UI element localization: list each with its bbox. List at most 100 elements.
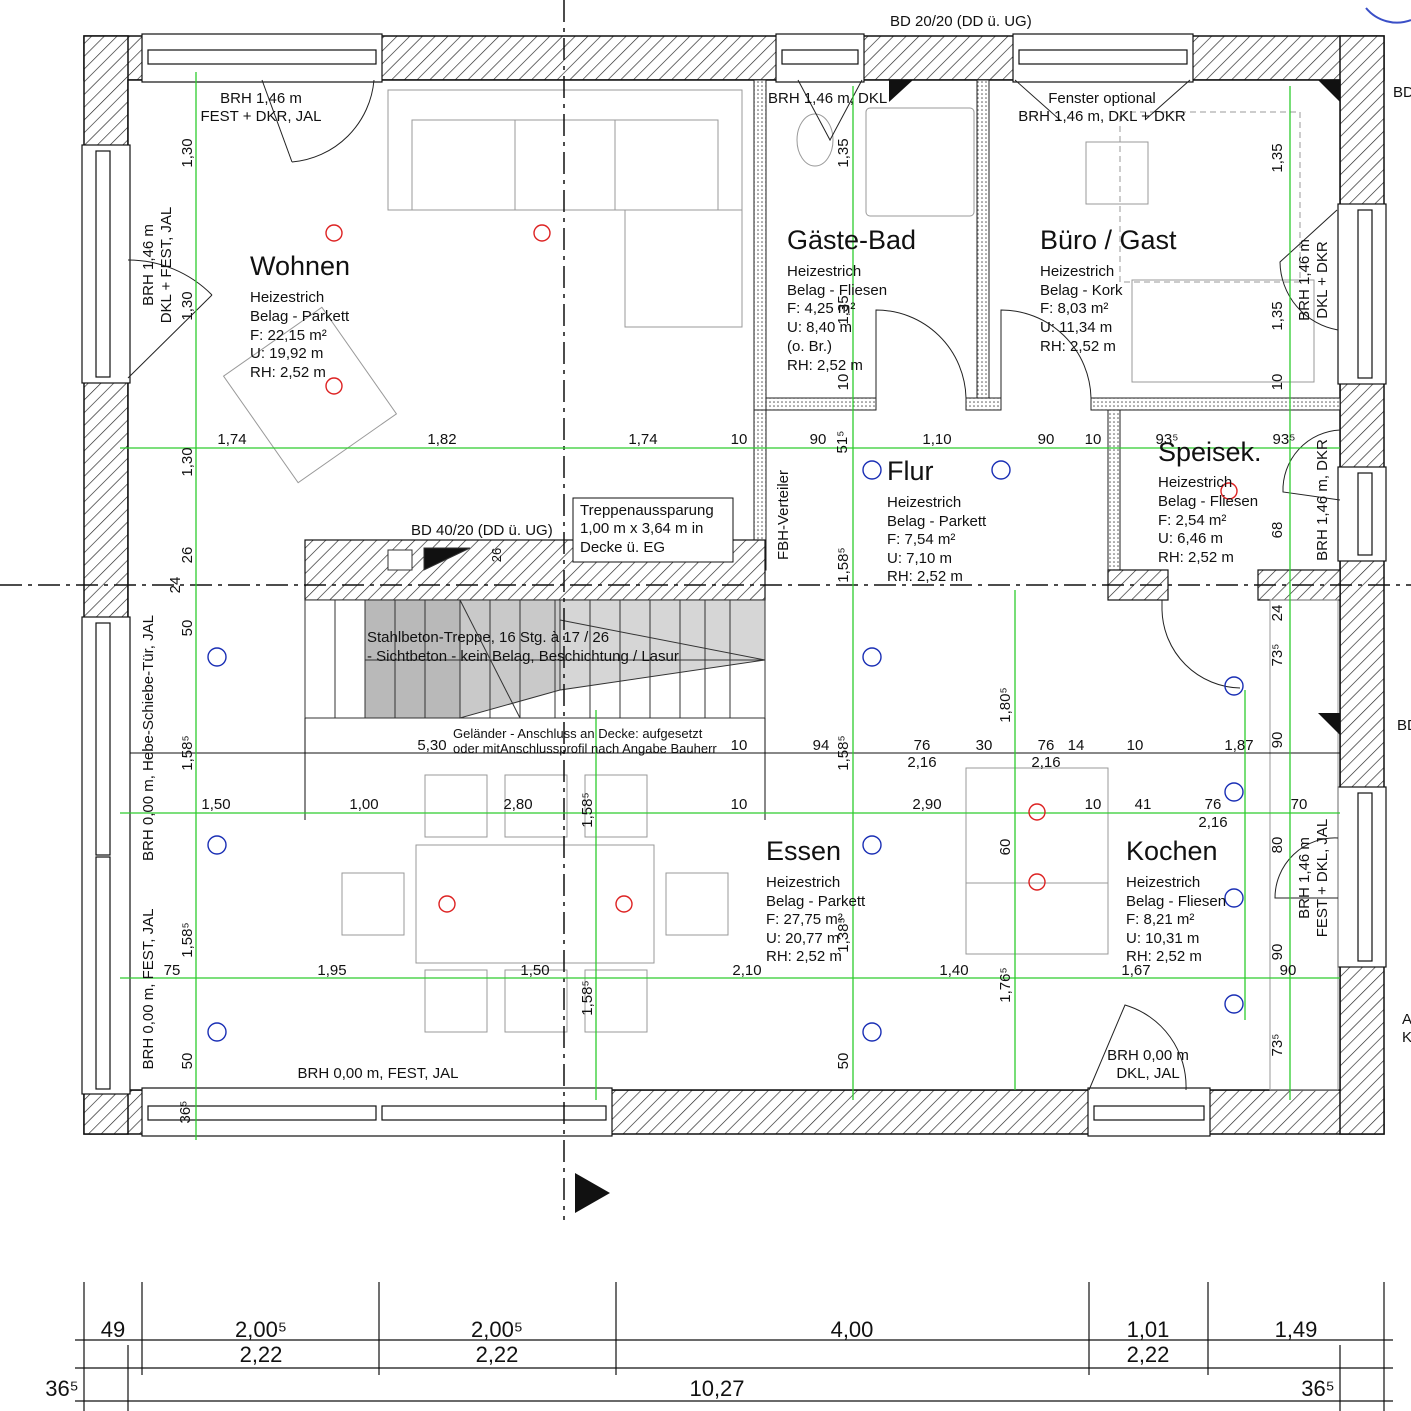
dim-label: 50 bbox=[179, 620, 196, 637]
window-label: BRH 1,46 m, DKL + DKR bbox=[1018, 108, 1186, 125]
dim-label: 2,22 bbox=[240, 1342, 283, 1367]
dim-label: 30 bbox=[976, 737, 993, 754]
dim-label: 24 bbox=[1269, 605, 1286, 622]
room-area: F: 2,54 m² bbox=[1158, 512, 1226, 529]
stair-opening-box bbox=[572, 497, 734, 563]
room-area: F: 22,15 m² bbox=[250, 327, 327, 344]
dim-label: 24 bbox=[167, 577, 184, 594]
room-height: RH: 2,52 m bbox=[1126, 948, 1202, 965]
dim-label: 90 bbox=[1038, 431, 1055, 448]
room-name: Büro / Gast bbox=[1040, 225, 1177, 255]
window-label: BRH 1,46 m, DKR bbox=[1314, 439, 1331, 561]
dim-label: 1,35 bbox=[1269, 301, 1286, 330]
ceiling-light-icon bbox=[325, 224, 343, 242]
room-perimeter: U: 8,40 m bbox=[787, 319, 852, 336]
dim-label: 1,49 bbox=[1275, 1317, 1318, 1342]
spot-light-icon bbox=[862, 1022, 882, 1042]
window-label: FEST + DKR, JAL bbox=[200, 108, 321, 125]
dim-label: 1,30 bbox=[179, 447, 196, 476]
dim-label: 76 bbox=[914, 737, 931, 754]
room-floor: Heizestrich bbox=[887, 494, 961, 511]
note-text: BD 40/20 (DD ü. UG) bbox=[411, 522, 553, 539]
spot-light-icon bbox=[207, 1022, 227, 1042]
dim-label: 36⁵ bbox=[177, 1101, 194, 1124]
room-finish: Belag - Kork bbox=[1040, 282, 1123, 299]
spot-light-icon bbox=[1224, 676, 1244, 696]
dim-label: 1,82 bbox=[427, 431, 456, 448]
dim-label: 60 bbox=[997, 839, 1014, 856]
window-label: FEST + DKL, JAL bbox=[1314, 819, 1331, 938]
dim-label: 2,22 bbox=[476, 1342, 519, 1367]
dim-label: 10 bbox=[1085, 431, 1102, 448]
bd-right-label: BD bbox=[1393, 84, 1411, 101]
room-extra: (o. Br.) bbox=[787, 338, 832, 355]
dim-label: 1,74 bbox=[628, 431, 657, 448]
dim-label: 1,30 bbox=[179, 291, 196, 320]
spot-light-icon bbox=[1224, 994, 1244, 1014]
dim-label: 76 bbox=[1038, 737, 1055, 754]
window-label: BRH 0,00 m, FEST, JAL bbox=[298, 1065, 459, 1082]
spot-light-icon bbox=[1224, 782, 1244, 802]
dim-label: 1,35 bbox=[835, 295, 852, 324]
dim-label: 1,58⁵ bbox=[579, 792, 596, 827]
dim-label: 5,30 bbox=[417, 737, 446, 754]
room-perimeter: U: 20,77 m bbox=[766, 930, 839, 947]
room-floor: Heizestrich bbox=[787, 263, 861, 280]
dim-label: 1,87 bbox=[1224, 737, 1253, 754]
room-finish: Belag - Parkett bbox=[250, 308, 350, 325]
green-dimensions: 1,74 1,82 1,74 10 90 1,10 90 10 93⁵ 93⁵ … bbox=[164, 138, 1308, 1123]
note-text: Treppenaussparung bbox=[580, 502, 714, 519]
dim-label: 41 bbox=[1135, 796, 1152, 813]
dim-label: 2,10 bbox=[732, 962, 761, 979]
dim-label: 1,67 bbox=[1121, 962, 1150, 979]
spot-light-icon bbox=[991, 460, 1011, 480]
room-speisek: Speisek. Heizestrich Belag - Fliesen F: … bbox=[1158, 437, 1262, 566]
room-perimeter: U: 10,31 m bbox=[1126, 930, 1199, 947]
right-clip-label: K bbox=[1402, 1029, 1411, 1046]
ceiling-light-icon bbox=[438, 895, 456, 913]
spot-light-icon bbox=[207, 835, 227, 855]
ceiling-light-icon bbox=[1028, 803, 1046, 821]
dim-label: 50 bbox=[835, 1053, 852, 1070]
dim-label: 1,50 bbox=[520, 962, 549, 979]
right-clip-label: A bbox=[1402, 1011, 1411, 1028]
dim-label: 76 bbox=[1205, 796, 1222, 813]
dim-label: 90 bbox=[1280, 962, 1297, 979]
dim-label: 90 bbox=[1269, 732, 1286, 749]
room-name: Essen bbox=[766, 836, 841, 866]
dim-label: 49 bbox=[101, 1317, 125, 1342]
dim-label: 1,35 bbox=[835, 138, 852, 167]
dim-label: 90 bbox=[810, 431, 827, 448]
dim-label: 2,16 bbox=[1031, 754, 1060, 771]
room-name: Gäste-Bad bbox=[787, 225, 916, 255]
dim-label: 10 bbox=[1269, 374, 1286, 391]
room-height: RH: 2,52 m bbox=[250, 364, 326, 381]
dim-label: 10 bbox=[731, 737, 748, 754]
dim-label: 2,90 bbox=[912, 796, 941, 813]
bd-right-label: BD bbox=[1397, 717, 1411, 734]
room-perimeter: U: 11,34 m bbox=[1040, 319, 1112, 336]
dim-label: 1,00 bbox=[349, 796, 378, 813]
window-label: BRH 1,46 m bbox=[1296, 837, 1313, 919]
dim-label: 51⁵ bbox=[834, 431, 851, 454]
dim-label: 73⁵ bbox=[1269, 1034, 1286, 1057]
room-wohnen: Wohnen Heizestrich Belag - Parkett F: 22… bbox=[250, 251, 350, 381]
bottom-dimension-lines bbox=[75, 1282, 1393, 1411]
room-floor: Heizestrich bbox=[1040, 263, 1114, 280]
ceiling-light-icon bbox=[325, 377, 343, 395]
note-text: Decke ü. EG bbox=[580, 539, 665, 556]
dim-label: 2,80 bbox=[503, 796, 532, 813]
dim-label: 1,76⁵ bbox=[997, 967, 1014, 1002]
dim-label: 1,30 bbox=[179, 138, 196, 167]
room-area: F: 27,75 m² bbox=[766, 911, 843, 928]
ceiling-light-icon bbox=[1220, 482, 1238, 500]
room-finish: Belag - Parkett bbox=[766, 893, 866, 910]
light-markers bbox=[207, 224, 1244, 1042]
room-height: RH: 2,52 m bbox=[1158, 549, 1234, 566]
room-area: F: 4,25 m² bbox=[787, 300, 855, 317]
dim-label: 10 bbox=[731, 796, 748, 813]
window-label: BRH 1,46 m bbox=[220, 90, 302, 107]
note-text: Geländer - Anschluss an Decke: aufgesetz… bbox=[453, 726, 703, 741]
window-label: BRH 1,46 m bbox=[1296, 239, 1313, 321]
